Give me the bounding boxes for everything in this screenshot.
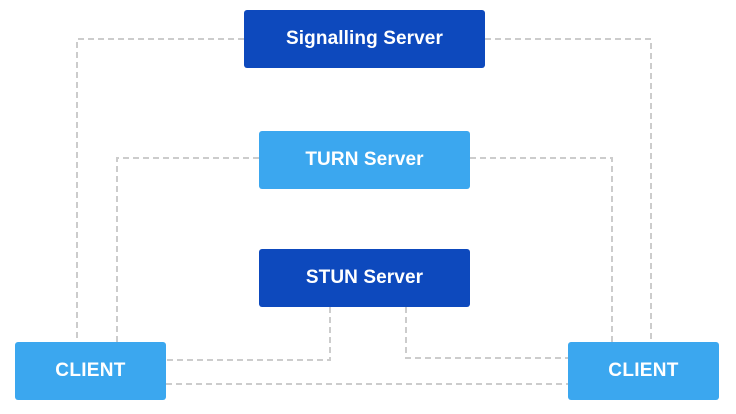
connector-stun-left <box>166 307 331 361</box>
client-right-label: CLIENT <box>608 360 679 381</box>
client-left-box: CLIENT <box>15 342 166 400</box>
signalling-server-label: Signalling Server <box>286 28 443 49</box>
client-left-label: CLIENT <box>55 360 126 381</box>
connector-signalling-left <box>76 38 244 342</box>
client-right-box: CLIENT <box>568 342 719 400</box>
turn-server-label: TURN Server <box>305 149 424 170</box>
connector-turn-left <box>116 157 259 342</box>
connector-stun-right <box>405 307 568 359</box>
turn-server-box: TURN Server <box>259 131 470 189</box>
connector-turn-right <box>470 157 613 342</box>
signalling-server-box: Signalling Server <box>244 10 485 68</box>
stun-server-box: STUN Server <box>259 249 470 307</box>
connector-signalling-right <box>485 38 652 342</box>
stun-server-label: STUN Server <box>305 267 424 288</box>
